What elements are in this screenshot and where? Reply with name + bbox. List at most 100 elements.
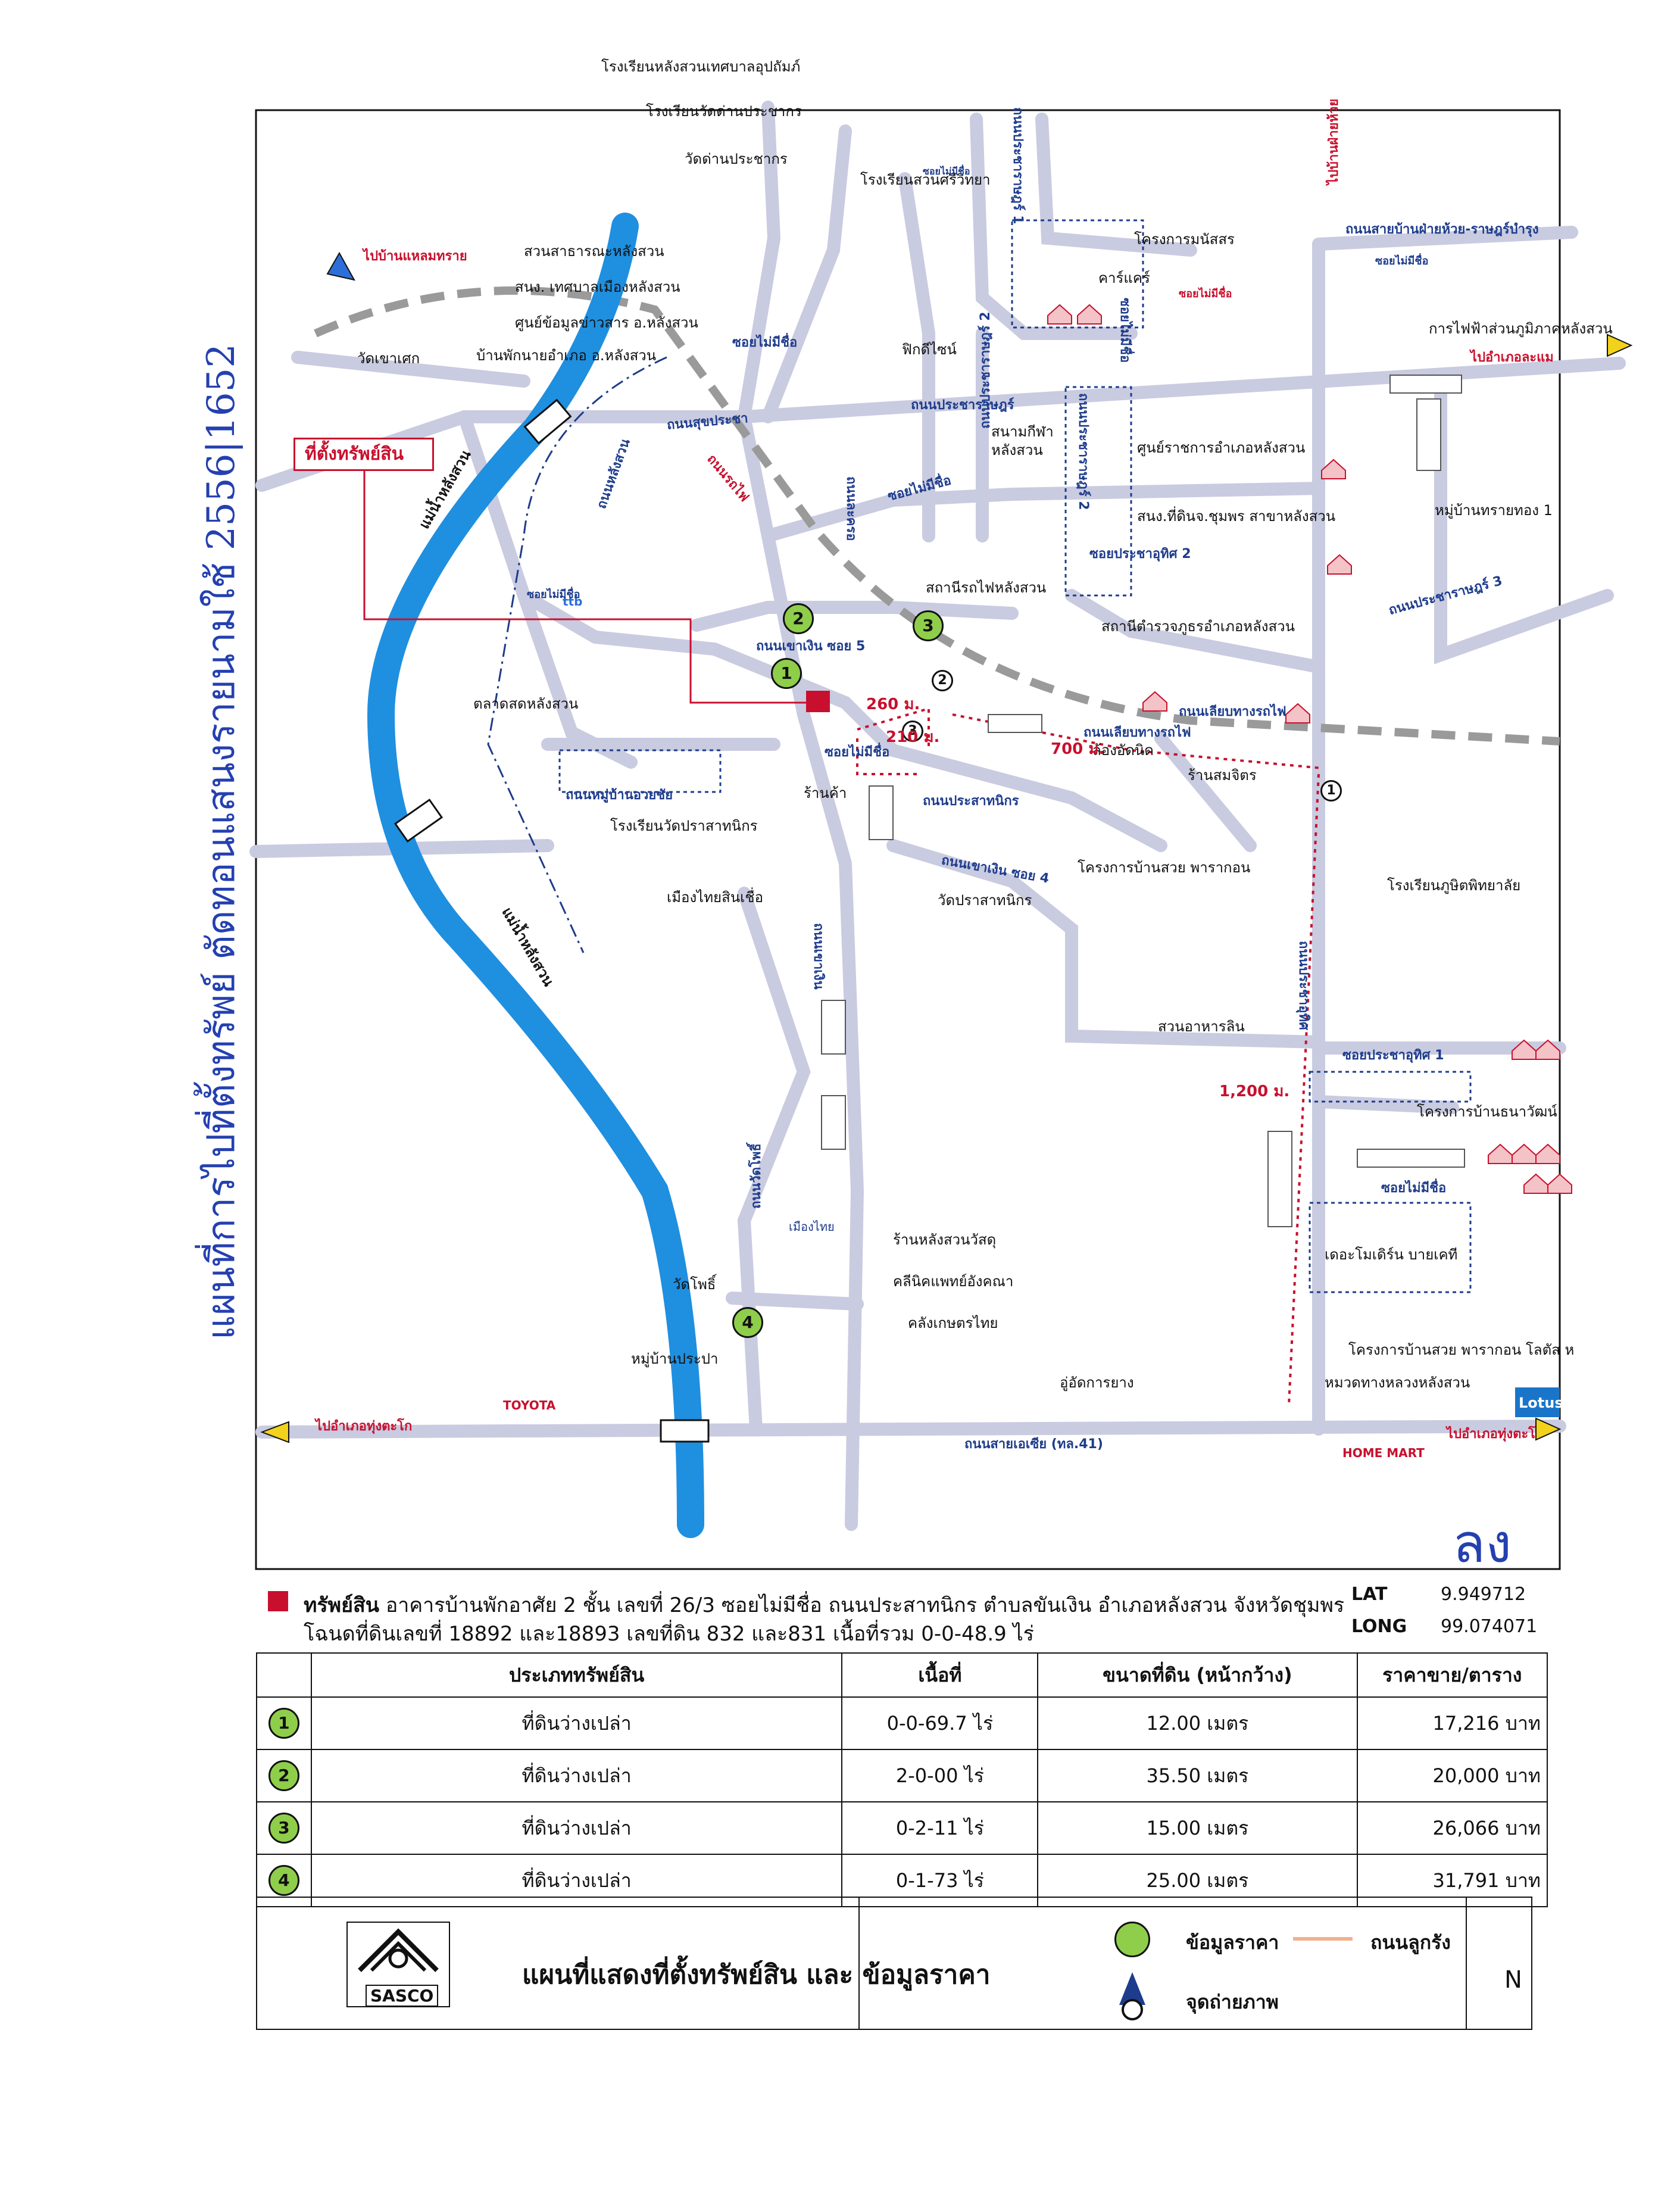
road-khao-ngoen-soi5 (690, 601, 1019, 632)
signature: ลง (1453, 1512, 1512, 1575)
row-num-circle: 3 (268, 1813, 299, 1844)
label-thanawat: โครงการบ้านธนาวัฒน์ (1417, 1103, 1557, 1120)
road-label-soi-nn-b: ซอยไม่มีชื่อ (1179, 288, 1232, 300)
road-asia (255, 1420, 1566, 1439)
road-label-wat-pho: ถนนวัดโพธิ์ (749, 1143, 764, 1209)
road-north-3 (898, 172, 935, 542)
route-260 (857, 707, 930, 750)
table-header-price: ราคาขาย/ตาราง (1356, 1652, 1548, 1698)
label-electricity: การไฟฟ้าส่วนภูมิภาคหลังสวน (1429, 320, 1613, 337)
distance-700: 700 ม. (1051, 740, 1105, 758)
map-frame (255, 109, 1561, 1570)
label-to-fai-huay: ไปบ้านฝ่ายห้วย (1326, 98, 1341, 185)
route-1200 (1288, 774, 1320, 1406)
label-wasadu: ร้านหลังสวนวัสดุ (893, 1231, 997, 1248)
row-type: ที่ดินว่างเปล่า (310, 1801, 843, 1855)
road-label-liap-rotfai-2: ถนนเลียบทางรถไฟ (1083, 725, 1191, 740)
road-label-pracha-rat-1: ถนนประชาราษฎร์ 1 (1010, 107, 1025, 224)
road-label-soi-pracha-uthit-1: ซอยประชาอุทิศ 1 (1342, 1048, 1444, 1063)
label-saithong: หมู่บ้านทรายทอง 1 (1435, 502, 1553, 519)
label-to-tung-tako-right: ไปอำเภอทุ่งตะโ (1447, 1427, 1535, 1442)
outline-modern (1309, 1202, 1472, 1293)
distance-1200: 1,200 ม. (1219, 1083, 1290, 1100)
footer-divider-1 (858, 1898, 860, 2029)
legend-photo-icon (1119, 1972, 1145, 2020)
label-police: สถานีตำรวจภูธรอำเภอหลังสวน (1101, 618, 1295, 635)
label-school-3: โรงเรียนสวนศรีวิทยา (860, 171, 991, 188)
railway (314, 286, 1560, 746)
label-wat-prasat: วัดปราสาทนิกร (938, 892, 1032, 909)
road-label-pracha-uthit: ถนนประชาอุทิศ (1296, 941, 1311, 1030)
road-se (1154, 732, 1257, 852)
table-header-type: ประเภททรัพย์สิน (310, 1652, 843, 1698)
label-mubaan-prapa: หมู่บ้านประปา (631, 1351, 719, 1367)
outline-thanawat (1309, 1071, 1472, 1103)
price-table: ประเภททรัพย์สิน เนื้อที่ ขนาดที่ดิน (หน้… (256, 1652, 1548, 1907)
road-thanawat (1312, 1095, 1459, 1114)
price-marker-1[interactable]: 1 (771, 658, 802, 689)
outline-uaychai (558, 749, 722, 793)
arrow-nw (326, 251, 355, 281)
outline-manat (1011, 219, 1144, 329)
road-north (738, 101, 781, 423)
road-fai-huay (1312, 226, 1578, 251)
row-width: 12.00 เมตร (1037, 1696, 1358, 1750)
table-header-area: เนื้อที่ (841, 1652, 1039, 1698)
label-muang-thai-small: เมืองไทย (789, 1220, 835, 1234)
distance-210: 210 ม. (886, 728, 940, 746)
label-highway-patrol: หมวดทางหลวงหลังสวน (1325, 1374, 1470, 1391)
bridge-2 (394, 799, 444, 843)
road-label-prasat-nikon: ถนนประสาทนิกร (923, 794, 1019, 809)
label-suan-ahan: สวนอาหารลิน (1158, 1018, 1245, 1035)
road-label-soi-nn-c: ซอยไม่มีชื่อ (1117, 298, 1132, 363)
label-manat: โครงการมนัสสร (1134, 231, 1235, 248)
lat-value: 9.949712 (1441, 1584, 1526, 1605)
table-header-num (256, 1652, 312, 1698)
label-klang-kaset: คลังเกษตรไทย (908, 1315, 998, 1331)
road-label-soi-nn-f: ซอยไม่มีชื่อ (1381, 1181, 1447, 1196)
row-price: 26,066 บาท (1356, 1801, 1548, 1855)
label-park: สวนสาธารณะหลังสวน (524, 243, 664, 260)
road-rail-side (1065, 589, 1325, 673)
row-price: 17,216 บาท (1356, 1696, 1548, 1750)
photo-point-1[interactable]: 1 (1320, 780, 1342, 801)
label-wat-prasat-school: โรงเรียนวัดปราสาทนิกร (610, 818, 758, 834)
row-type: ที่ดินว่างเปล่า (310, 1749, 843, 1802)
road-label-soi-nn-g: ซอยไม่มีชื่อ (527, 588, 580, 601)
road-north-2 (761, 124, 852, 423)
arrow-west (260, 1421, 289, 1443)
label-toyota: TOYOTA (503, 1398, 556, 1412)
row-price: 31,791 บาท (1356, 1854, 1548, 1907)
distance-260: 260 ม. (866, 696, 920, 713)
photo-point-2[interactable]: 2 (932, 670, 953, 691)
table-header-width: ขนาดที่ดิน (หน้ากว้าง) (1037, 1652, 1358, 1698)
label-to-lamae: ไปอำเภอละแม (1470, 350, 1554, 365)
footer-panel: SASCO แผนที่แสดงที่ตั้งทรัพย์สิน และ ข้อ… (256, 1897, 1532, 2030)
label-baan-suay: โครงการบ้านสวย พารากอน (1078, 859, 1251, 876)
legend-laterite-text: ถนนลูกรัง (1370, 1931, 1451, 1954)
road-label-soi-nn-h: ซอยไม่มีชื่อ (923, 166, 970, 177)
road-label-pracha-rat-2b: ถนนประชาราษฎร์ 2 (1076, 393, 1091, 510)
label-land-office: สนง.ที่ดินจ.ชุมพร สาขาหลังสวน (1137, 508, 1336, 525)
photo-point-3[interactable]: 3 (902, 721, 923, 742)
north-indicator: N (1504, 1966, 1522, 1994)
price-marker-3[interactable]: 3 (913, 610, 944, 641)
price-marker-2[interactable]: 2 (783, 603, 814, 634)
price-marker-4[interactable]: 4 (732, 1307, 763, 1338)
bridge-1 (523, 398, 572, 445)
lat-label: LAT (1351, 1584, 1388, 1605)
row-num-circle: 1 (268, 1708, 299, 1739)
asset-info-panel: ทรัพย์สิน อาคารบ้านพักอาศัย 2 ชั้น เลขที… (256, 1572, 1387, 1649)
asset-title: ทรัพย์สิน (304, 1593, 380, 1617)
table-row: 4 ที่ดินว่างเปล่า 0-1-73 ไร่ 25.00 เมตร … (256, 1854, 1548, 1907)
label-fit-design: ฟิกดีไซน์ (902, 341, 957, 358)
outline-gov-center (1064, 386, 1132, 597)
label-to-tung-tako-left: ไปอำเภอทุ่งตะโก (316, 1419, 413, 1434)
road-pracha-rat-3 (761, 482, 1325, 542)
sasco-logo-text: SASCO (366, 1985, 439, 2007)
road-label-pracha-rat: ถนนประชาราษฎร์ (911, 398, 1014, 413)
label-muang-thai: เมืองไทยสินเชื่อ (667, 889, 764, 906)
road-n-small (970, 113, 1138, 340)
label-residence: บ้านพักนายอำเภอ อ.หลังสวน (476, 347, 657, 364)
